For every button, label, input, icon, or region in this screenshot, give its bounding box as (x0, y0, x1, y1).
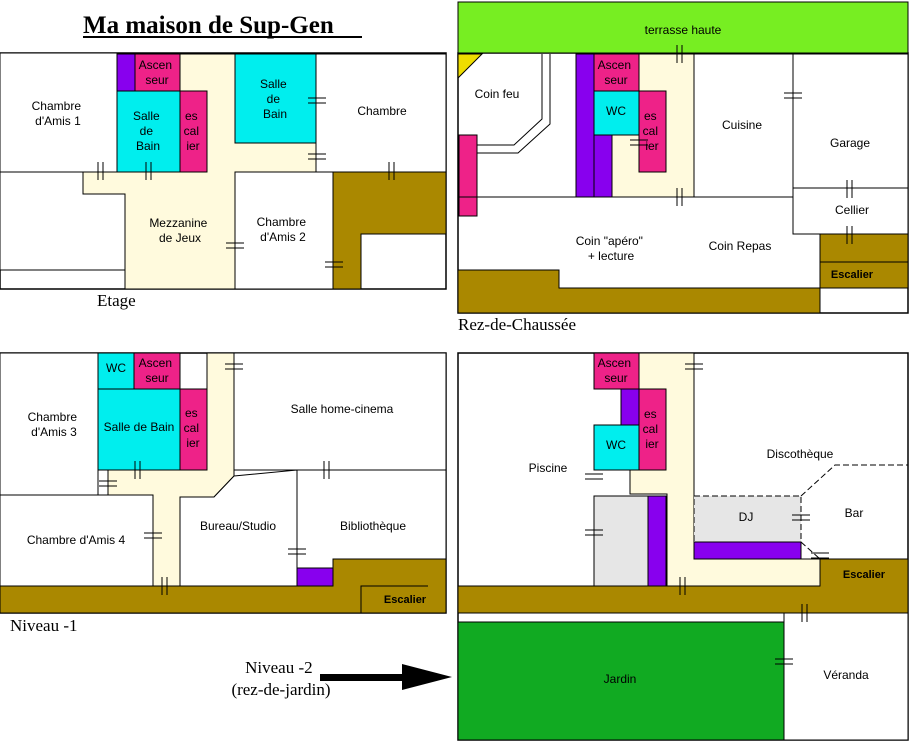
n2-wc (593, 424, 640, 471)
etage-room-chambre-amis-2 (234, 171, 334, 290)
rdc-caption: Rez-de-Chaussée (458, 315, 576, 334)
rdc-label-garage: Garage (830, 136, 870, 150)
etage-purple-shaft (116, 53, 136, 92)
rdc-garage (792, 53, 909, 189)
floor-rdc: terrasse haute Coin feu Ascen seur WC es… (457, 1, 909, 334)
n2-dj-booth (693, 495, 802, 543)
n1-label-ascenseur: Ascen seur (139, 356, 176, 385)
rdc-label-wc: WC (606, 104, 626, 118)
rdc-label-cuisine: Cuisine (722, 118, 762, 132)
n2-veranda (783, 612, 909, 741)
n2-label-bar: Bar (845, 506, 864, 520)
rdc-terrasse-haute (457, 1, 909, 54)
n1-salle-de-bain (97, 388, 181, 471)
rdc-label-terrasse-haute: terrasse haute (645, 23, 722, 37)
floor-etage: Chambre d'Amis 1 Ascen seur Salle de Bai… (0, 52, 447, 310)
rdc-label-coin-feu: Coin feu (475, 87, 520, 101)
rdc-label-escalier: es cal ier (643, 109, 662, 153)
rdc-magenta-bench (458, 134, 478, 217)
n1-label-escalier-ext: Escalier (384, 594, 427, 606)
n1-label-escalier: es cal ier (184, 406, 203, 450)
etage-label-chambre-amis-2: Chambre d'Amis 2 (257, 215, 310, 244)
n1-doors (99, 363, 330, 595)
n2-label-discotheque: Discothèque (767, 447, 834, 461)
n2-label-ascenseur: Ascen seur (598, 356, 635, 385)
n2-bar-outline (800, 464, 908, 497)
n1-purple-block (296, 567, 334, 587)
n1-caption: Niveau -1 (10, 616, 78, 635)
n1-label-salle-de-bain: Salle de Bain (104, 420, 175, 434)
n1-label-home-cinema: Salle home-cinema (291, 402, 394, 416)
etage-label-chambre: Chambre (357, 104, 407, 118)
n2-ascenseur (593, 352, 640, 390)
n2-caption: Niveau -2 (rez-de-jardin) (231, 658, 330, 699)
rdc-label-escalier-ext: Escalier (831, 269, 874, 281)
etage-label-salle-de-bain-b: Salle de Bain (260, 77, 290, 121)
rdc-label-cellier: Cellier (835, 203, 869, 217)
n2-label-escalier: es cal ier (643, 407, 662, 451)
rdc-escalier (638, 90, 667, 173)
arrow-right-icon (320, 664, 452, 690)
floor-niveau-1: WC Ascen seur Chambre d'Amis 3 Salle de … (0, 352, 447, 635)
rdc-purple-shaft-a (575, 53, 595, 198)
rdc-purple-shaft-b (593, 134, 613, 198)
rdc-label-ascenseur: Ascen seur (598, 58, 635, 87)
n2-purple-column (647, 495, 667, 587)
n1-label-bibliotheque: Bibliothèque (340, 519, 406, 533)
n2-purple-shaft (620, 388, 640, 426)
n2-label-piscine: Piscine (529, 461, 568, 475)
rdc-label-coin-repas: Coin Repas (709, 239, 772, 253)
n2-jardin (457, 621, 785, 741)
n1-label-chambre-amis-4: Chambre d'Amis 4 (27, 533, 126, 547)
n1-label-bureau: Bureau/Studio (200, 519, 276, 533)
n1-room-bibliotheque (296, 469, 447, 569)
n2-grey-area (593, 495, 649, 587)
rdc-fireplace-walls (474, 54, 551, 154)
etage-label-escalier: es cal ier (184, 109, 203, 153)
n2-label-dj: DJ (739, 510, 754, 524)
n1-label-wc: WC (106, 361, 126, 375)
etage-label-mezzanine: Mezzanine de Jeux (149, 216, 210, 245)
n2-purple-bar (693, 541, 802, 560)
n2-label-jardin: Jardin (604, 672, 637, 686)
n2-label-veranda: Véranda (823, 668, 869, 682)
etage-doors (97, 97, 395, 268)
n2-doors (585, 363, 829, 665)
floor-niveau-2: Ascen seur es cal ier WC Piscine Discoth… (457, 352, 909, 741)
etage-escalier (179, 90, 208, 173)
rdc-wc (593, 90, 640, 136)
n1-escalier-line (360, 585, 428, 613)
etage-brown-terrace (332, 171, 447, 290)
n1-room-chambre-amis-4 (0, 494, 154, 587)
etage-room-left-lower (0, 171, 126, 271)
n1-brown-terrace (0, 558, 447, 614)
n1-room-chambre-amis-3 (0, 352, 99, 496)
etage-ascenseur (134, 53, 181, 92)
n2-label-wc: WC (606, 438, 626, 452)
n1-label-chambre-amis-3: Chambre d'Amis 3 (28, 410, 81, 439)
n1-room-home-cinema (233, 352, 447, 471)
rdc-yellow-corner (457, 53, 484, 80)
etage-label-salle-de-bain-a: Salle de Bain (133, 109, 163, 153)
rdc-doors (630, 45, 853, 244)
etage-caption: Etage (97, 291, 136, 310)
etage-salle-de-bain-b (234, 53, 317, 144)
etage-room-chambre (315, 53, 447, 173)
etage-label-ascenseur: Ascen seur (139, 58, 176, 87)
n2-label-escalier-ext: Escalier (843, 569, 886, 581)
etage-label-chambre-amis-1: Chambre d'Amis 1 (32, 99, 85, 128)
rdc-cuisine (693, 53, 794, 198)
etage-salle-de-bain-a (116, 90, 181, 173)
n1-escalier (179, 388, 208, 471)
rdc-living-outline (458, 196, 821, 289)
rdc-label-coin-apero: Coin "apéro" + lecture (576, 234, 647, 263)
page-title: Ma maison de Sup-Gen (83, 12, 334, 39)
